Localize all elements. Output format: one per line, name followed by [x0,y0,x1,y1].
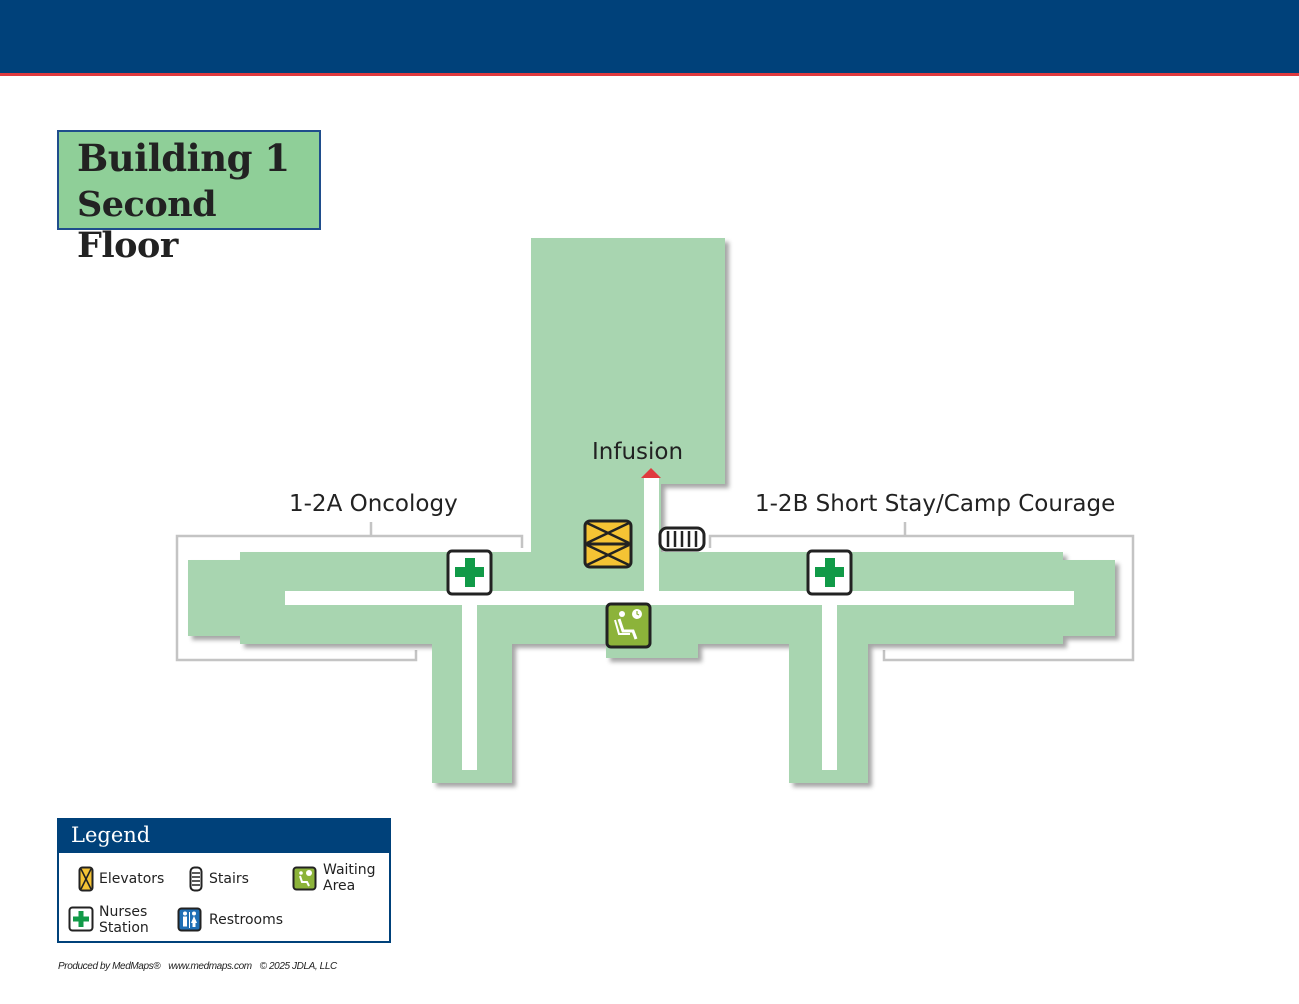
restrooms-icon [177,907,202,932]
legend-nurses-label: Nurses Station [99,904,149,936]
elevator-icon [78,866,94,892]
legend-nurses-line1: Nurses [99,904,148,920]
east-hallway [822,598,837,770]
header-accent-stripe [0,73,1299,76]
legend-nurses-line2: Station [99,920,149,936]
oncology-label: 1-2A Oncology [289,491,458,517]
west-end-block [188,560,246,636]
main-hallway [285,591,1074,605]
header-bar [0,0,1299,73]
infusion-wing [531,238,725,484]
waiting-area-icon [292,866,317,891]
legend-waiting-line1: Waiting [323,862,376,878]
title-box: Building 1 Second Floor [57,130,321,266]
footer-copyright: © 2025 JDLA, LLC [259,961,338,972]
legend-header: Legend [59,820,389,853]
short-stay-unit-outline [708,534,1135,662]
waiting-area-icon [605,602,652,649]
legend-elevators-label: Elevators [99,871,165,887]
arrow-up-icon [641,468,661,478]
legend: Legend Elevators Stairs Waiting Area Nur… [57,818,391,943]
building-title: Building 1 [77,136,290,180]
floor-title: Second Floor [77,184,217,266]
legend-restrooms-label: Restrooms [209,912,284,928]
legend-title: Legend [71,823,151,847]
nurses-station-icon [806,549,853,596]
infusion-hallway [644,478,659,598]
legend-stairs-label: Stairs [209,871,249,887]
infusion-label: Infusion [592,439,684,465]
stairs-icon [658,526,706,552]
legend-waiting-label: Waiting Area [323,862,376,894]
oncology-unit-outline [175,534,524,662]
elevator-icon [583,519,633,569]
stairs-icon [189,866,203,892]
footer-url[interactable]: www.medmaps.com [168,961,252,972]
footer: Produced by MedMaps® www.medmaps.com © 202… [58,961,345,972]
nurses-station-icon [68,906,94,932]
footer-produced: Produced by MedMaps® [58,961,161,972]
nurses-station-icon [446,549,493,596]
legend-waiting-line2: Area [323,878,356,894]
west-hallway [462,598,477,770]
short-stay-label: 1-2B Short Stay/Camp Courage [755,491,1116,517]
